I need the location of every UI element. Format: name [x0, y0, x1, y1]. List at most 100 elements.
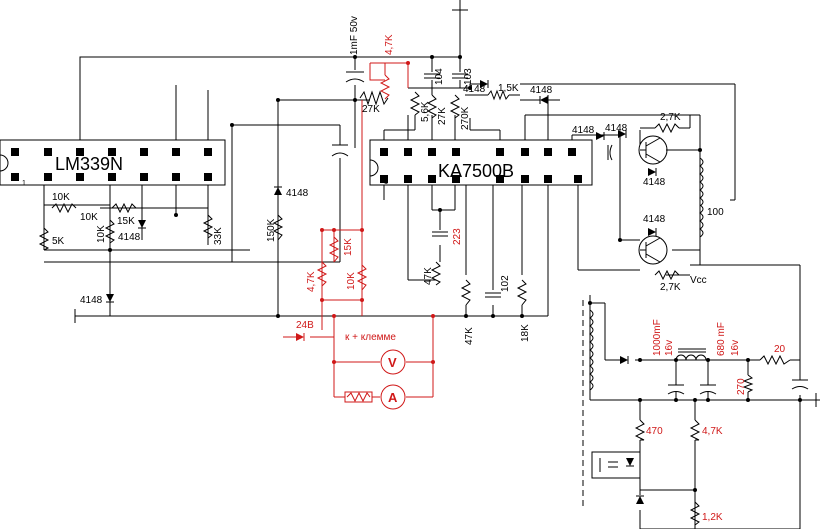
- label-d-4148-q1c: 4148: [643, 177, 666, 188]
- wires: [43, 0, 820, 529]
- res-20: [759, 354, 791, 366]
- transformer-secondary: [589, 309, 594, 391]
- res-27k-top: [359, 90, 389, 106]
- res-5k6: [409, 91, 421, 116]
- label-d-4148-bot: 4148: [80, 295, 103, 306]
- diode-4148-mid: [274, 186, 282, 195]
- cap-lm-mid: [331, 144, 349, 157]
- label-d-4148-top: 4148: [463, 84, 486, 95]
- ammeter: A: [380, 384, 406, 410]
- label-r-10k-c: 10K: [96, 225, 107, 243]
- diode-4148-q1b: [618, 130, 627, 138]
- label-d-4148-q2: 4148: [643, 214, 666, 225]
- label-c-223: 223: [452, 228, 463, 245]
- label-r-150k: 150K: [266, 218, 277, 242]
- label-r-27k-top: 27K: [362, 104, 380, 115]
- res-shunt: [344, 391, 373, 403]
- label-r-15k-red: 15K: [343, 238, 354, 256]
- ka7500-chip: KA7500B 1: [369, 139, 593, 186]
- lm339-pin1: 1: [22, 180, 26, 187]
- diode-24v: [296, 333, 305, 341]
- junctions: [108, 55, 802, 492]
- cap-104: [424, 73, 440, 79]
- label-r-2k7-top: 2,7K: [660, 112, 681, 123]
- label-r-5k: 5K: [52, 236, 65, 247]
- res-270: [742, 374, 754, 393]
- label-r-27k-b: 27K: [437, 107, 448, 125]
- label-r-5k6: 5,6K: [420, 101, 431, 122]
- label-d-4148-q1b: 4148: [605, 123, 628, 134]
- res-4k7-red: [316, 261, 328, 287]
- res-10k-red: [356, 264, 368, 291]
- label-r-1k5: 1,5K: [498, 83, 519, 94]
- ka7500-pins: [380, 148, 582, 183]
- diode-4148-lm: [138, 220, 146, 229]
- label-c-680: 680 mF: [716, 322, 727, 356]
- diodes: [106, 80, 657, 504]
- label-r-18k: 18K: [520, 324, 531, 342]
- transistor-q1: [638, 135, 668, 165]
- res-1k5: [487, 89, 510, 101]
- label-r-10k-a: 10K: [52, 192, 70, 203]
- label-v-680: 16v: [730, 340, 741, 356]
- label-r-270: 270: [736, 378, 747, 395]
- res-27k-b: [426, 94, 438, 119]
- cap-223: [432, 231, 448, 237]
- label-c-103: 103: [463, 68, 474, 85]
- lm339-label: LM339N: [55, 154, 123, 174]
- capacitors: [331, 71, 809, 395]
- optocoupler: [591, 451, 641, 479]
- res-4k7-out: [689, 419, 701, 441]
- label-cap-top: 1mF 50v: [349, 16, 360, 55]
- res-15k: [111, 202, 137, 214]
- label-r-4k7-top: 4,7K: [384, 34, 395, 55]
- diode-4148-q2: [648, 228, 657, 236]
- res-100: [699, 157, 704, 207]
- label-c-1000: 1000mF: [652, 319, 663, 356]
- transistor-q2: [638, 235, 668, 265]
- diode-4148-q1c: [648, 168, 657, 176]
- label-v-1000: 16v: [664, 340, 675, 356]
- voltmeter-label: V: [388, 355, 397, 370]
- cap-1000: [667, 384, 685, 395]
- label-r-10k-red: 10K: [346, 272, 357, 290]
- label-r-4k7-out: 4,7K: [702, 426, 723, 437]
- label-r-4k7-red: 4,7K: [306, 271, 317, 292]
- label-d-4148-lm: 4148: [118, 232, 141, 243]
- diode-4148-bot: [106, 294, 114, 303]
- res-4k7-top: [379, 74, 391, 100]
- res-47k-b: [460, 279, 472, 306]
- diode-output: [620, 356, 629, 364]
- label-r-2k7-bot: 2,7K: [660, 282, 681, 293]
- diode-4148-top: [480, 80, 489, 88]
- res-2k7-bot: [654, 269, 680, 281]
- label-r-15k: 15K: [117, 216, 135, 227]
- res-150k: [272, 214, 284, 241]
- label-r-33k: 33K: [213, 227, 224, 245]
- label-terminal: к + клемме: [345, 332, 396, 343]
- cap-1mf: [345, 71, 365, 83]
- output-choke: [675, 354, 707, 361]
- cap-680: [699, 384, 717, 395]
- label-r-100: 100: [707, 207, 724, 218]
- red-wires: [283, 62, 434, 398]
- cap-right-small: [607, 144, 613, 161]
- cap-out: [791, 379, 809, 390]
- label-c-102: 102: [500, 275, 511, 292]
- res-47k-a: [430, 261, 442, 286]
- res-33k: [202, 214, 214, 239]
- res-470: [634, 419, 646, 441]
- res-18k: [516, 279, 528, 306]
- label-r-10k-b: 10K: [80, 212, 98, 223]
- label-d-4148-q1a: 4148: [572, 125, 595, 136]
- label-r-47k-a: 47K: [423, 267, 434, 285]
- diode-4148-q1a: [596, 132, 605, 140]
- voltmeter: V: [380, 349, 406, 375]
- lm339-pins: [11, 148, 212, 181]
- res-270k: [449, 94, 461, 119]
- cap-103: [452, 73, 468, 79]
- label-d-4148-top2: 4148: [530, 85, 553, 96]
- res-2k7-top: [654, 122, 680, 134]
- resistors: [38, 74, 791, 526]
